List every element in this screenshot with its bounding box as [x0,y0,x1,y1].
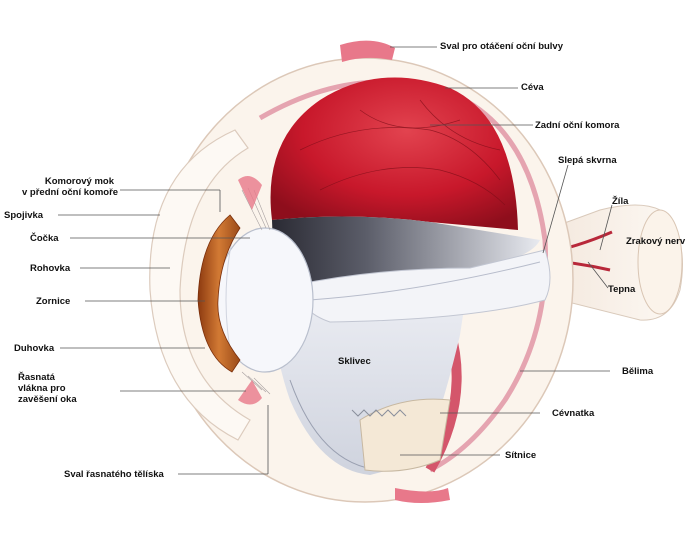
label-sval-otaceni: Sval pro otáčení oční bulvy [440,41,564,52]
label-komorovy-mok-line1: Komorový mok [44,176,114,187]
label-sval-rasnateho: Sval řasnatého tělíska [64,469,164,480]
label-sklivec: Sklivec [338,356,371,367]
muscle-bottom [395,488,450,503]
optic-nerve [539,204,683,321]
label-rasnata-vlakna: Řasnatá vlákna pro zavěšení oka [18,372,77,405]
shadow-band [272,216,540,285]
label-zornice: Zornice [36,296,71,307]
label-komorovy-mok-line2: v přední oční komoře [22,187,119,198]
retina-area [359,398,451,472]
label-cevnatka: Cévnatka [552,408,595,419]
posterior-chamber-shape [270,77,518,230]
label-komorovy-mok: Komorový mok v přední oční komoře [22,176,119,198]
label-tepna: Tepna [608,284,636,295]
label-ceva: Céva [521,82,544,93]
label-duhovka: Duhovka [14,343,55,354]
label-rohovka: Rohovka [30,263,71,274]
label-rasnata-line2: vlákna pro [18,383,66,394]
label-cocka: Čočka [30,233,59,244]
label-spojivka: Spojivka [4,210,44,221]
iris-shape [197,214,241,373]
label-rasnata-line3: zavěšení oka [18,394,77,405]
leader-lines [58,46,613,475]
label-zadni-komora: Zadní oční komora [535,120,620,131]
label-zila: Žíla [612,196,629,207]
cornea-shape [149,129,251,441]
label-belima: Bělima [622,366,654,377]
muscle-top [340,40,395,62]
label-zrakovy-nerv: Zrakový nerv [626,236,686,247]
label-slepa-skvrna: Slepá skvrna [558,155,617,166]
label-sitnice: Sítnice [505,450,537,461]
label-rasnata-line1: Řasnatá [18,372,55,383]
